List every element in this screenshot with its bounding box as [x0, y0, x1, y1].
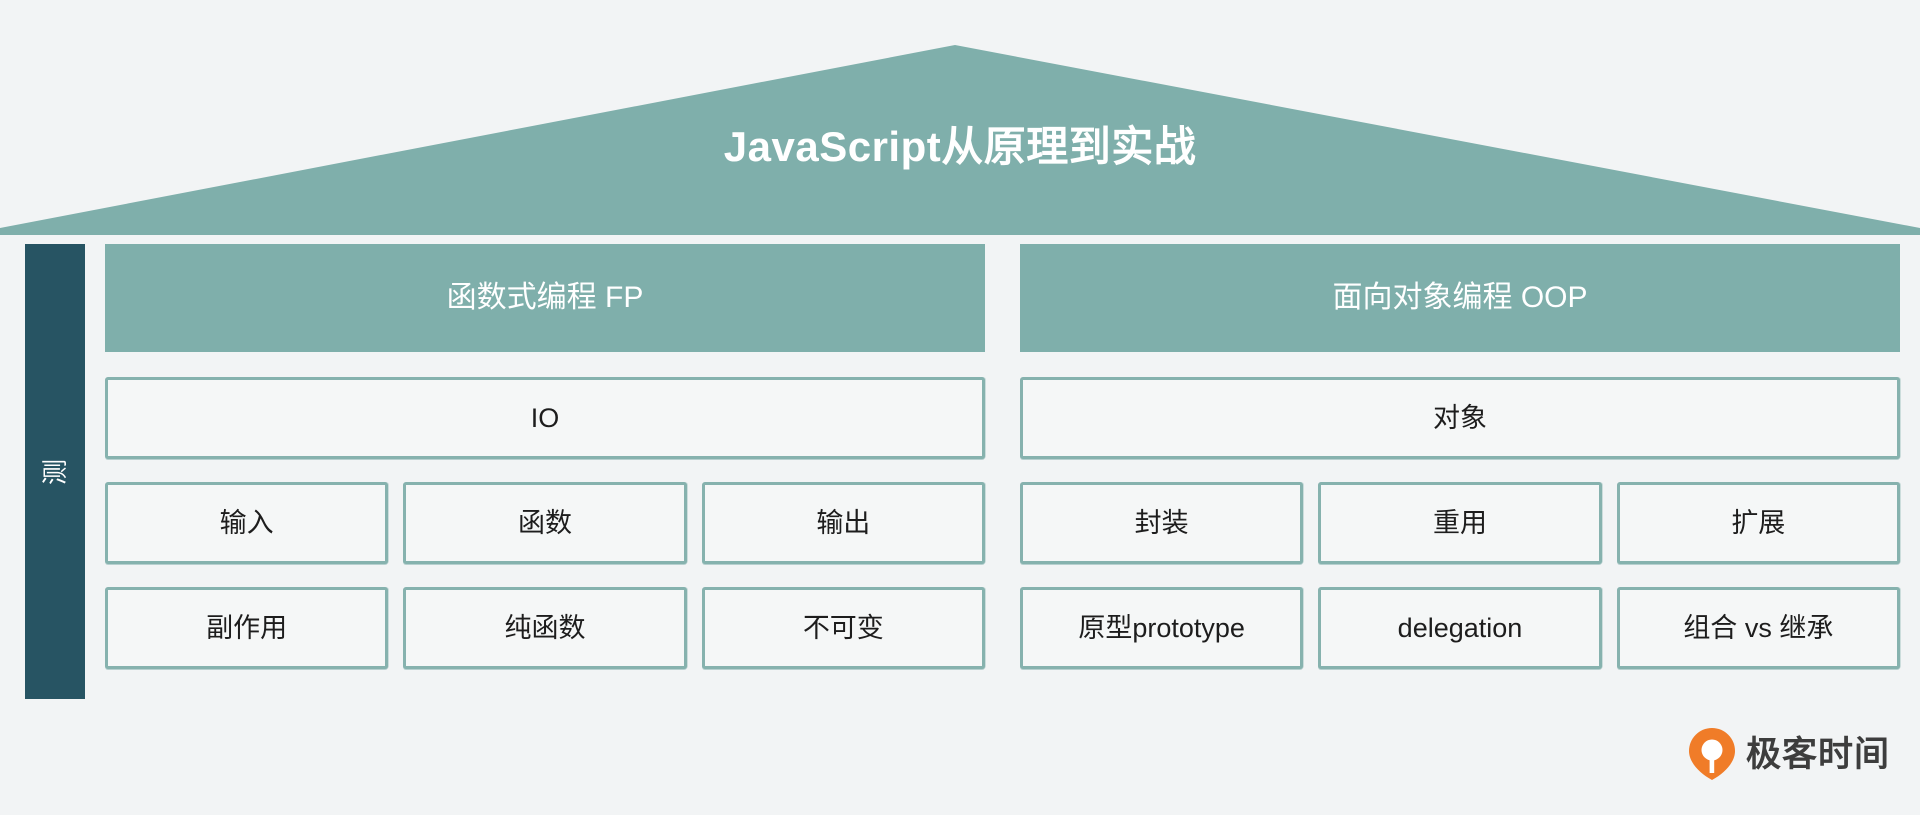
roof-banner: JavaScript从原理到实战: [0, 0, 1920, 235]
box-oop-object-label: 对象: [1433, 402, 1487, 433]
box-fp-side-effect[interactable]: 副作用: [105, 587, 389, 669]
box-fp-pure-function-label: 纯函数: [504, 612, 586, 643]
section-header-fp-label: 函数式编程 FP: [446, 281, 644, 314]
box-fp-io-label: IO: [530, 402, 560, 433]
sidebar-label: 测: [39, 458, 70, 485]
row-fp-1: 输入 函数 输出: [105, 482, 985, 564]
box-fp-function-label: 函数: [517, 507, 572, 538]
section-header-oop-label: 面向对象编程 OOP: [1332, 281, 1588, 314]
box-oop-encapsulation[interactable]: 封装: [1020, 482, 1304, 564]
box-oop-reuse[interactable]: 重用: [1318, 482, 1602, 564]
geektime-pin-logo-icon: [1688, 728, 1735, 780]
box-oop-prototype[interactable]: 原型prototype: [1020, 587, 1304, 669]
box-oop-extension-label: 扩展: [1731, 507, 1786, 538]
box-oop-object[interactable]: 对象: [1020, 377, 1900, 459]
house-body: 测 函数式编程 FP IO 输入 函数 输出 副作用 纯函数: [0, 244, 1920, 704]
box-fp-side-effect-label: 副作用: [206, 612, 288, 643]
box-fp-function[interactable]: 函数: [403, 482, 687, 564]
box-oop-prototype-label: 原型prototype: [1078, 612, 1245, 643]
box-oop-extension[interactable]: 扩展: [1616, 482, 1900, 564]
house-roof-shape-icon: [0, 45, 1920, 235]
box-oop-reuse-label: 重用: [1432, 507, 1487, 538]
brand-logo: 极客时间: [1688, 728, 1890, 780]
column-fp: 函数式编程 FP IO 输入 函数 输出 副作用 纯函数 不可变: [105, 244, 985, 692]
box-oop-composition-vs-inheritance[interactable]: 组合 vs 继承: [1616, 587, 1900, 669]
box-fp-input-label: 输入: [219, 507, 274, 538]
box-fp-pure-function[interactable]: 纯函数: [403, 587, 687, 669]
section-header-oop[interactable]: 面向对象编程 OOP: [1020, 244, 1900, 352]
box-oop-composition-vs-inheritance-label: 组合 vs 继承: [1683, 612, 1834, 643]
section-header-fp[interactable]: 函数式编程 FP: [105, 244, 985, 352]
box-fp-output-label: 输出: [816, 507, 871, 538]
box-fp-input[interactable]: 输入: [105, 482, 389, 564]
row-oop-1: 封装 重用 扩展: [1020, 482, 1900, 564]
box-fp-immutable[interactable]: 不可变: [701, 587, 985, 669]
box-oop-delegation-label: delegation: [1397, 612, 1523, 643]
box-fp-immutable-label: 不可变: [802, 612, 884, 643]
box-fp-io[interactable]: IO: [105, 377, 985, 459]
sidebar-vertical-bar: 测: [25, 244, 85, 699]
page-title: JavaScript从原理到实战: [723, 123, 1197, 170]
brand-logo-text: 极客时间: [1745, 734, 1890, 774]
box-fp-output[interactable]: 输出: [701, 482, 985, 564]
box-oop-encapsulation-label: 封装: [1134, 507, 1189, 538]
row-oop-2: 原型prototype delegation 组合 vs 继承: [1020, 587, 1900, 669]
box-oop-delegation[interactable]: delegation: [1318, 587, 1602, 669]
column-oop: 面向对象编程 OOP 对象 封装 重用 扩展 原型prototype deleg…: [1020, 244, 1900, 692]
row-fp-2: 副作用 纯函数 不可变: [105, 587, 985, 669]
